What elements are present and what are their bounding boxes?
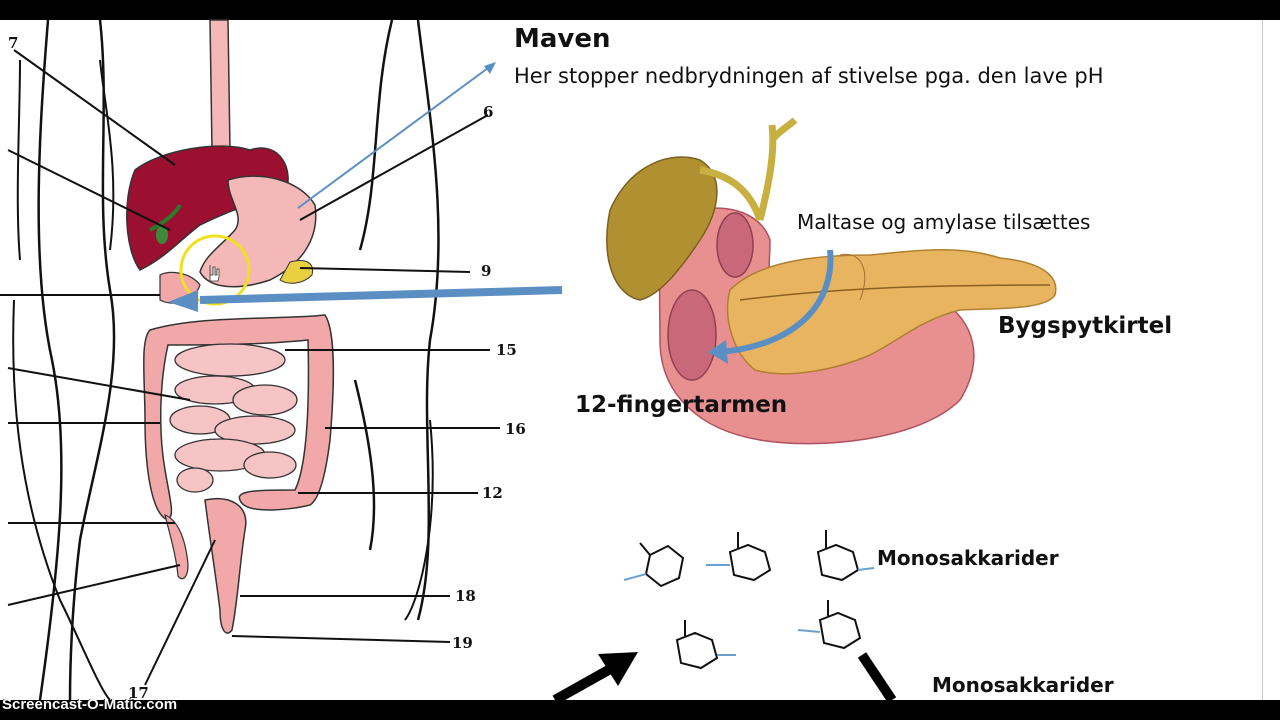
label-number-7: 7: [8, 34, 19, 52]
label-number-9: 9: [481, 262, 492, 280]
hand-cursor-icon: [209, 265, 220, 282]
label-number-18: 18: [455, 587, 476, 605]
pancreas: [726, 249, 1057, 375]
duodenum-opening-bottom: [667, 289, 717, 381]
monosaccharide-label-1: Monosakkarider: [877, 546, 1059, 570]
label-number-15: 15: [496, 341, 517, 359]
highlight-circle: [179, 234, 251, 306]
molecule-4: [675, 620, 736, 670]
label-number-12: 12: [482, 484, 503, 502]
molecule-5: [797, 600, 862, 650]
leader-lines: [0, 49, 500, 686]
rectum: [204, 498, 247, 634]
pancreas-label: Bygspytkirtel: [998, 313, 1173, 339]
label-number-6: 6: [483, 103, 494, 121]
duodenum-label: 12-fingertarmen: [575, 392, 788, 418]
molecule-2: [706, 532, 772, 582]
slide-subtitle: Her stopper nedbrydningen af stivelse pg…: [514, 64, 1104, 88]
pancreas-illustration: [606, 117, 1057, 445]
gallbladder: [606, 156, 718, 301]
black-arrows: [552, 652, 897, 705]
label-number-17: 17: [128, 684, 149, 702]
slide-title: Maven: [514, 24, 611, 54]
molecule-1: [623, 542, 685, 588]
top-black-bar: [0, 0, 1280, 20]
enzyme-label: Maltase og amylase tilsættes: [797, 210, 1091, 234]
monosaccharide-molecules: [623, 530, 875, 670]
stomach: [199, 175, 317, 288]
bottom-black-bar: [0, 700, 1280, 720]
small-intestine: [169, 343, 298, 493]
right-scroll-edge: [1262, 20, 1280, 700]
duodenum-opening-top: [716, 212, 754, 278]
molecule-3: [816, 530, 875, 582]
label-number-19: 19: [452, 634, 473, 652]
monosaccharide-label-2: Monosakkarider: [932, 673, 1114, 697]
blue-arrows: [168, 62, 563, 312]
recorder-watermark: Screencast-O-Matic.com: [2, 696, 178, 713]
label-number-16: 16: [505, 420, 526, 438]
